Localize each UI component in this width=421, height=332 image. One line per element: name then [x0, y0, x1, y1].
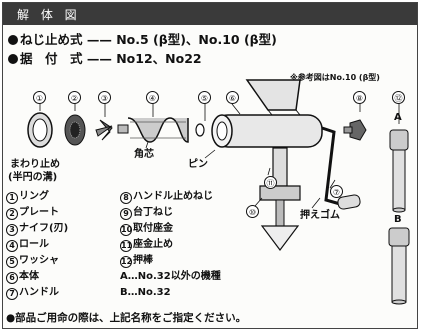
part-10: 10取付座金: [120, 223, 173, 236]
callout-6: ⑥: [226, 91, 239, 104]
label-osae-gomu: 押えゴム: [300, 210, 340, 221]
header-bar: 解 体 図: [3, 3, 417, 25]
callout-4: ④: [146, 91, 159, 104]
pusher-b: [388, 227, 410, 305]
bullet-icon: [8, 35, 18, 45]
callout-10: ⑩: [246, 205, 259, 218]
label-kakushin: 角芯: [134, 149, 154, 160]
label-variant-b: B: [394, 214, 402, 225]
callout-2: ②: [68, 91, 81, 104]
ring-part: [27, 112, 53, 148]
callout-11: ⑪: [264, 176, 277, 189]
label-mawari-sub: (半円の溝): [8, 172, 58, 183]
callout-5: ⑤: [198, 91, 211, 104]
washer-part: [195, 123, 205, 137]
grinder-body: [211, 79, 323, 251]
diagram-frame: [2, 2, 418, 329]
footer-note: ●部品ご用命の際は、上記名称をご指定ください。: [6, 312, 247, 324]
callout-7: ⑦: [330, 185, 343, 198]
crank-handle: [321, 126, 361, 210]
label-variant-a: A: [394, 112, 402, 123]
callout-12: ⑫: [392, 91, 405, 104]
variant-b-note: B…No.32: [120, 287, 171, 298]
callout-8: ⑧: [353, 91, 366, 104]
pusher-a: [389, 129, 409, 213]
spec-screw-type: ねじ止め式 —— No.5 (β型)、No.10 (β型): [8, 33, 277, 47]
roll-screw-part: [117, 117, 189, 143]
bullet-icon: [8, 54, 18, 64]
plate-part: [64, 114, 86, 146]
variant-a-note: A…No.32以外の機種: [120, 271, 221, 282]
reference-note: ※参考図はNo.10 (β型): [290, 73, 380, 82]
part-11: 11座金止め: [120, 239, 173, 252]
handle-nut-part: [343, 119, 367, 141]
spec-mount-type: 据 付 式 —— No12、No22: [8, 52, 202, 66]
label-pin: ピン: [188, 159, 208, 170]
header-title: 解 体 図: [17, 8, 81, 22]
callout-3: ③: [98, 91, 111, 104]
knife-part: [95, 119, 113, 141]
label-mawari: まわり止め: [10, 159, 60, 170]
callout-1: ①: [33, 91, 46, 104]
part-12: 12押棒: [120, 255, 153, 268]
